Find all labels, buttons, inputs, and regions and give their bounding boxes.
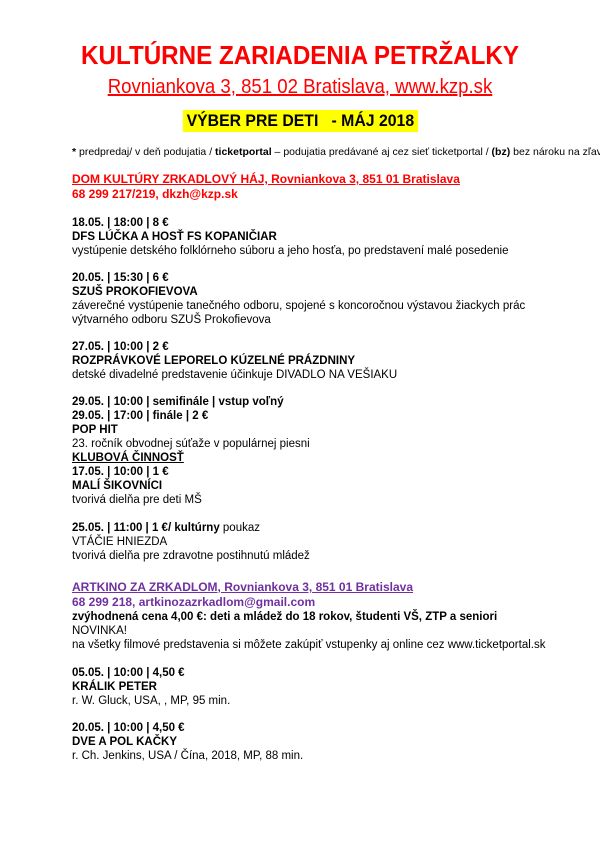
film-date: 20.05. | 10:00 | 4,50 € [72,722,185,734]
legend-text-1: predpredaj/ v deň podujatia / [76,146,216,158]
artkino-novinka: NOVINKA! [72,625,127,637]
legend-ticketportal: ticketportal [215,146,272,158]
film-title: KRÁLIK PETER [72,681,157,693]
legend: * predpredaj/ v deň podujatia / ticketpo… [72,146,600,158]
film-item: 20.05. | 10:00 | 4,50 € DVE A POL KAČKY … [72,721,572,763]
event-title: VTÁČIE HNIEZDA [72,536,168,548]
event-date: 17.05. | 10:00 | 1 € [72,466,169,478]
event-title: MALÍ ŠIKOVNÍCI [72,480,163,492]
event-item: 27.05. | 10:00 | 2 € ROZPRÁVKOVÉ LEPOREL… [72,340,572,382]
event-date: 29.05. | 10:00 | semifinále | vstup voľn… [72,396,284,408]
event-date: 18.05. | 18:00 | 8 € [72,217,169,229]
event-title: ROZPRÁVKOVÉ LEPORELO KÚZELNÉ PRÁZDNINY [72,355,356,367]
legend-star: * [72,146,77,158]
dkzh-section: DOM KULTÚRY ZRKADLOVÝ HÁJ, Rovniankova 3… [72,172,572,451]
address-link[interactable]: Rovniankova 3, 851 02 Bratislava, www.kz… [107,76,493,98]
dkzh-name[interactable]: DOM KULTÚRY ZRKADLOVÝ HÁJ, Rovniankova 3… [72,172,460,186]
event-desc: záverečné vystúpenie tanečného odboru, s… [72,300,526,312]
legend-bz: (bz) [491,146,511,158]
event-item: 29.05. | 10:00 | semifinále | vstup voľn… [72,395,572,451]
event-date-tail: poukaz [219,522,260,534]
highlight-text: VÝBER PRE DETI - MÁJ 2018 [182,110,418,132]
event-date: 20.05. | 15:30 | 6 € [72,272,169,284]
artkino-contact[interactable]: 68 299 218, artkinozazrkadlom@gmail.com [72,595,316,609]
artkino-price: zvýhodnená cena 4,00 €: deti a mládež do… [72,611,498,623]
event-title: POP HIT [72,424,118,436]
event-desc: tvorivá dielňa pre zdravotne postihnutú … [72,550,310,562]
event-item: 18.05. | 18:00 | 8 € DFS LÚČKA A HOSŤ FS… [72,216,572,258]
event-desc: 23. ročník obvodnej súťaže v populárnej … [72,438,310,450]
artkino-heading: ARTKINO ZA ZRKADLOM, Rovniankova 3, 851 … [72,580,572,595]
event-title: SZUŠ PROKOFIEVOVA [72,286,198,298]
legend-text-2: – podujatia predávané aj cez sieť ticket… [271,146,492,158]
artkino-section: ARTKINO ZA ZRKADLOM, Rovniankova 3, 851 … [72,580,572,763]
page-title: KULTÚRNE ZARIADENIA PETRŽALKY [81,40,519,70]
film-date: 05.05. | 10:00 | 4,50 € [72,667,185,679]
event-date: 27.05. | 10:00 | 2 € [72,341,169,353]
event-date: 29.05. | 17:00 | finále | 2 € [72,410,209,422]
artkino-online: na všetky filmové predstavenia si môžete… [72,639,546,651]
film-desc: r. Ch. Jenkins, USA / Čína, 2018, MP, 88… [72,750,304,762]
highlight-banner: VÝBER PRE DETI - MÁJ 2018 [0,110,600,132]
event-item: 20.05. | 15:30 | 6 € SZUŠ PROKOFIEVOVA z… [72,271,572,327]
event-desc: detské divadelné predstavenie účinkuje D… [72,369,398,381]
dkzh-contact[interactable]: 68 299 217/219, dkzh@kzp.sk [72,187,238,201]
event-title: DFS LÚČKA A HOSŤ FS KOPANIČIAR [72,231,277,243]
legend-text-3: bez nároku na zľavu [510,146,600,158]
film-title: DVE A POL KAČKY [72,736,178,748]
film-item: 05.05. | 10:00 | 4,50 € KRÁLIK PETER r. … [72,666,572,708]
event-date: 25.05. | 11:00 | 1 €/ kultúrny [72,522,220,534]
event-desc: výtvarného odboru SZUŠ Prokofievova [72,314,271,326]
event-desc: vystúpenie detského folklórneho súboru a… [72,245,509,257]
artkino-name[interactable]: ARTKINO ZA ZRKADLOM [72,580,218,594]
event-item: 25.05. | 11:00 | 1 €/ kultúrny poukaz VT… [72,521,572,563]
event-date-line: 25.05. | 11:00 | 1 €/ kultúrny poukaz [72,521,572,535]
event-desc: tvorivá dielňa pre deti MŠ [72,494,202,506]
artkino-address: , Rovniankova 3, 851 01 Bratislava [217,580,413,594]
klub-heading: KLUBOVÁ ČINNOSŤ [72,452,184,464]
film-desc: r. W. Gluck, USA, , MP, 95 min. [72,695,231,707]
klub-section: KLUBOVÁ ČINNOSŤ 17.05. | 10:00 | 1 € MAL… [72,451,572,563]
